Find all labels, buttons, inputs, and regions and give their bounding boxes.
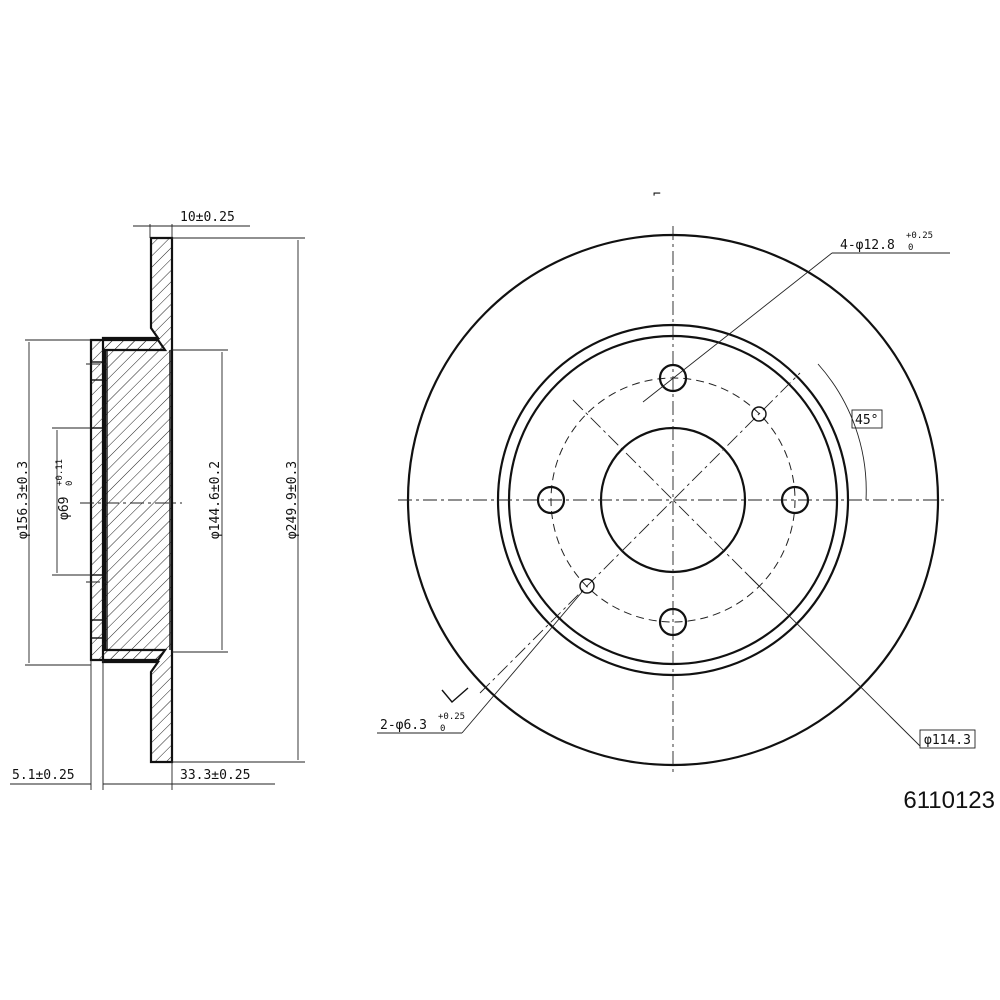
pitch-circle-box xyxy=(919,729,976,749)
center-bore-tol-upper: +0.11 xyxy=(55,459,65,486)
small-holes-label: 2-φ6.3 xyxy=(380,718,427,733)
small-holes-tol-lower: 0 xyxy=(440,724,445,734)
outer-diameter-label: φ249.9±0.3 xyxy=(285,461,300,539)
hat-diameter-label: φ156.3±0.3 xyxy=(16,461,31,539)
center-bore-tol-lower: 0 xyxy=(65,481,75,486)
overall-height-label: 33.3±0.25 xyxy=(180,768,250,783)
hat-wall-thickness-label: 5.1±0.25 xyxy=(12,768,75,783)
section-view: 10±0.25 φ249.9±0.3 φ144.6±0.2 φ156.3±0.3… xyxy=(10,210,305,790)
bolt-hole-cut-top xyxy=(90,361,104,381)
angle-arc xyxy=(817,363,867,501)
disc-thickness-label: 10±0.25 xyxy=(180,210,235,225)
small-holes xyxy=(579,406,767,594)
disc-plate-section xyxy=(101,236,174,764)
hat-section xyxy=(89,338,168,662)
bolt-holes-tol-upper: +0.25 xyxy=(906,231,933,241)
small-holes-tol-upper: +0.25 xyxy=(438,712,465,722)
section-mark: ⌐ xyxy=(653,187,661,202)
part-number: 6110123 xyxy=(903,787,995,814)
inner-diameter-label: φ144.6±0.2 xyxy=(208,461,223,539)
center-bore-label: φ69 xyxy=(57,497,72,520)
bolt-hole-cut-bottom xyxy=(90,619,104,639)
bolt-holes-tol-lower: 0 xyxy=(908,243,913,253)
bolt-holes-label: 4-φ12.8 xyxy=(840,238,895,253)
bolt-holes xyxy=(536,363,810,637)
center-bore-cut xyxy=(90,427,104,576)
angle-label: 45° xyxy=(855,413,878,428)
pitch-circle-label: φ114.3 xyxy=(924,733,971,748)
section-arrow xyxy=(441,687,469,703)
front-view: ⌐ 4-φ12.8 +0.25 0 45° 2-φ6.3 +0.25 0 φ11… xyxy=(377,187,976,775)
angle-box xyxy=(851,409,883,429)
